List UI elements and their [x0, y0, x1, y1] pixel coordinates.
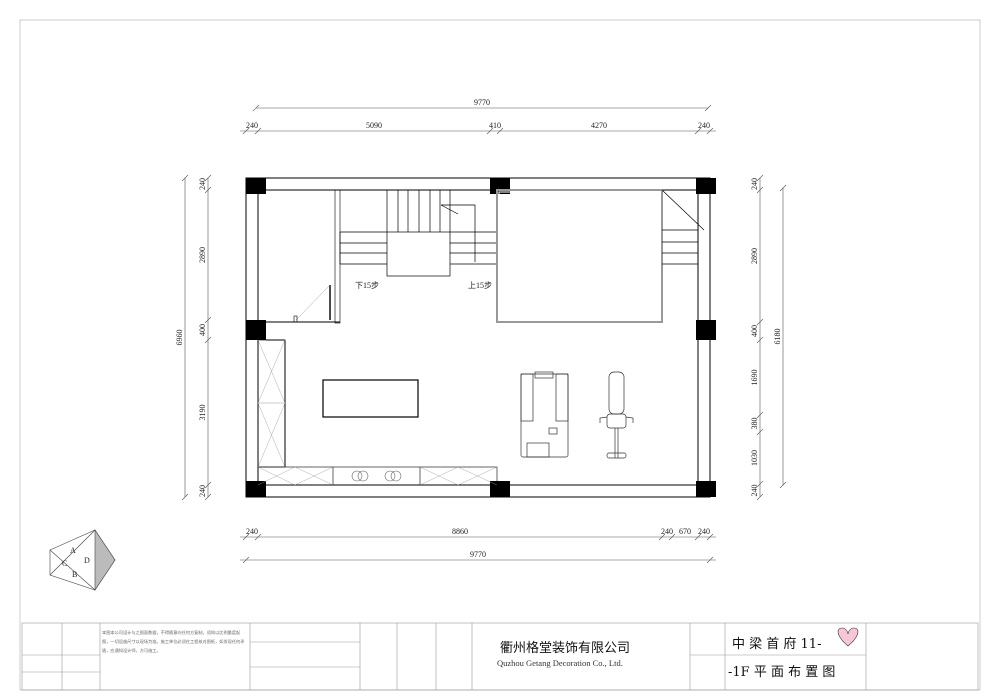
cabinets: [257, 339, 498, 486]
dimension-tick: [779, 481, 787, 489]
svg-text:C: C: [62, 559, 67, 568]
bottom-total-dimension: 9770: [470, 550, 486, 559]
dimension-tick: [254, 127, 262, 135]
dimension-tick: [756, 318, 764, 326]
dimension-tick: [756, 336, 764, 344]
right-total-dimension: 6180: [773, 329, 782, 345]
top-segment-dimension: 240: [246, 121, 258, 130]
dimension-tick: [706, 556, 714, 564]
dimension-tick: [254, 533, 262, 541]
dimension-lines: [181, 104, 787, 564]
left-total-dimension: 6960: [175, 330, 184, 346]
dimension-tick: [779, 184, 787, 192]
columns: [246, 178, 716, 497]
top-segment-dimension: 4270: [591, 121, 607, 130]
project-name: 中 梁 首 府 11-: [732, 637, 821, 652]
dimension-tick: [756, 480, 764, 488]
dimension-tick: [204, 493, 212, 501]
bottom-segment-dimension: 240: [661, 527, 673, 536]
title-block: [21, 622, 979, 691]
top-segment-dimension: 410: [489, 121, 501, 130]
svg-text:D: D: [84, 556, 90, 565]
dimension-tick: [496, 127, 504, 135]
bottom-segment-dimension: 240: [246, 527, 258, 536]
right-staircase: [661, 189, 705, 265]
dimension-tick: [756, 411, 764, 419]
company-name-cn: 衢州格堂装饰有限公司: [500, 640, 630, 656]
dimension-tick: [694, 127, 702, 135]
dimension-tick: [486, 127, 494, 135]
left-segment-dimension: 240: [198, 178, 207, 190]
dimension-tick: [181, 493, 189, 501]
dimension-tick: [694, 533, 702, 541]
top-segment-dimension: 5090: [366, 121, 382, 130]
stair-up-label: 上15步: [468, 281, 492, 290]
right-segment-dimension: 2890: [750, 248, 759, 264]
walls: [245, 177, 711, 498]
dimension-tick: [704, 104, 712, 112]
drawing-title: -1F 平 面 布 置 图: [728, 665, 835, 680]
dimension-tick: [242, 533, 250, 541]
void-opening: [496, 189, 663, 323]
left-segment-dimension: 2890: [198, 247, 207, 263]
dimension-tick: [204, 174, 212, 182]
staircase: [339, 190, 497, 277]
dimension-tick: [706, 127, 714, 135]
dimension-tick: [181, 174, 189, 182]
left-segment-dimension: 240: [198, 485, 207, 497]
bottom-segment-dimension: 670: [679, 527, 691, 536]
dimension-tick: [204, 481, 212, 489]
stair-down-label: 下15步: [355, 281, 379, 290]
svg-text:A: A: [70, 546, 76, 555]
top-total-dimension: 9770: [474, 98, 490, 107]
dimension-tick: [756, 428, 764, 436]
dimension-tick: [756, 186, 764, 194]
right-segment-dimension: 240: [750, 485, 759, 497]
dimension-tick: [242, 556, 250, 564]
left-segment-dimension: 3190: [198, 405, 207, 421]
left-segment-dimension: 400: [198, 324, 207, 336]
right-segment-dimension: 240: [750, 178, 759, 190]
compass-logo: A D C B: [49, 529, 116, 591]
dimension-tick: [204, 336, 212, 344]
dimension-tick: [756, 174, 764, 182]
right-segment-dimension: 380: [750, 418, 759, 430]
dimension-tick: [668, 533, 676, 541]
gym-bench: [599, 371, 634, 459]
right-segment-dimension: 400: [750, 325, 759, 337]
bottom-segment-dimension: 240: [698, 527, 710, 536]
dimension-tick: [204, 186, 212, 194]
company-name-en: Quzhou Getang Decoration Co., Ltd.: [497, 658, 623, 668]
top-segment-dimension: 240: [698, 121, 710, 130]
dimension-tick: [242, 127, 250, 135]
bottom-segment-dimension: 8860: [452, 527, 468, 536]
brick-partition: [293, 189, 341, 324]
dimension-tick: [706, 533, 714, 541]
dimension-tick: [252, 104, 260, 112]
gym-machine: [520, 371, 569, 458]
svg-text:B: B: [72, 570, 77, 579]
dimension-tick: [204, 316, 212, 324]
dimension-tick: [658, 533, 666, 541]
table: [322, 379, 419, 418]
dimension-tick: [756, 493, 764, 501]
heart-sticker-icon: [837, 627, 859, 647]
right-segment-dimension: 1690: [750, 370, 759, 386]
right-segment-dimension: 1030: [750, 450, 759, 466]
disclaimer-note: 本图本公司设计与之图面数据，不得随意向任何方复制，须知以比例量度起图，一切设施尺…: [102, 630, 245, 653]
